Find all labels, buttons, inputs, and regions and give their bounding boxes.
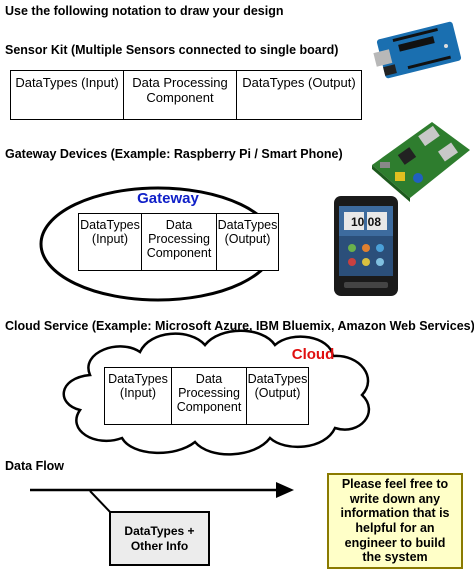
sensor-kit-input-cell: DataTypes (Input) bbox=[15, 75, 119, 90]
data-flow-connector bbox=[89, 490, 113, 515]
gateway-label: Gateway bbox=[137, 190, 199, 207]
cloud-processing-cell: Data Processing Component bbox=[171, 368, 246, 424]
cloud-output-cell: DataTypes (Output) bbox=[246, 368, 308, 424]
gateway-box: DataTypes (Input) Data Processing Compon… bbox=[78, 213, 279, 271]
gateway-heading: Gateway Devices (Example: Raspberry Pi /… bbox=[5, 147, 343, 161]
sensor-kit-heading: Sensor Kit (Multiple Sensors connected t… bbox=[5, 43, 339, 57]
phone-clock: 10 08 bbox=[351, 215, 381, 229]
cloud-label: Cloud bbox=[291, 346, 335, 363]
cloud-box: DataTypes (Input) Data Processing Compon… bbox=[104, 367, 309, 425]
arduino-board-image bbox=[373, 21, 462, 79]
sensor-kit-output-cell: DataTypes (Output) bbox=[236, 71, 361, 119]
raspberry-pi-image bbox=[372, 122, 470, 202]
note-box: Please feel free to write down any infor… bbox=[327, 473, 463, 569]
sensor-kit-box: DataTypes (Input) Data Processing Compon… bbox=[10, 70, 362, 120]
sensor-kit-processing-cell: Data Processing Component bbox=[123, 71, 236, 119]
data-flow-info-box: DataTypes + Other Info bbox=[109, 511, 210, 566]
cloud-input-cell: DataTypes (Input) bbox=[108, 372, 168, 400]
smartphone-image bbox=[334, 196, 398, 296]
gateway-input-cell: DataTypes (Input) bbox=[80, 218, 140, 246]
gateway-output-cell: DataTypes (Output) bbox=[216, 214, 278, 270]
data-flow-arrowhead bbox=[276, 482, 294, 498]
page-title: Use the following notation to draw your … bbox=[5, 4, 284, 18]
data-flow-heading: Data Flow bbox=[5, 459, 65, 473]
cloud-heading: Cloud Service (Example: Microsoft Azure,… bbox=[5, 319, 474, 333]
gateway-processing-cell: Data Processing Component bbox=[141, 214, 216, 270]
